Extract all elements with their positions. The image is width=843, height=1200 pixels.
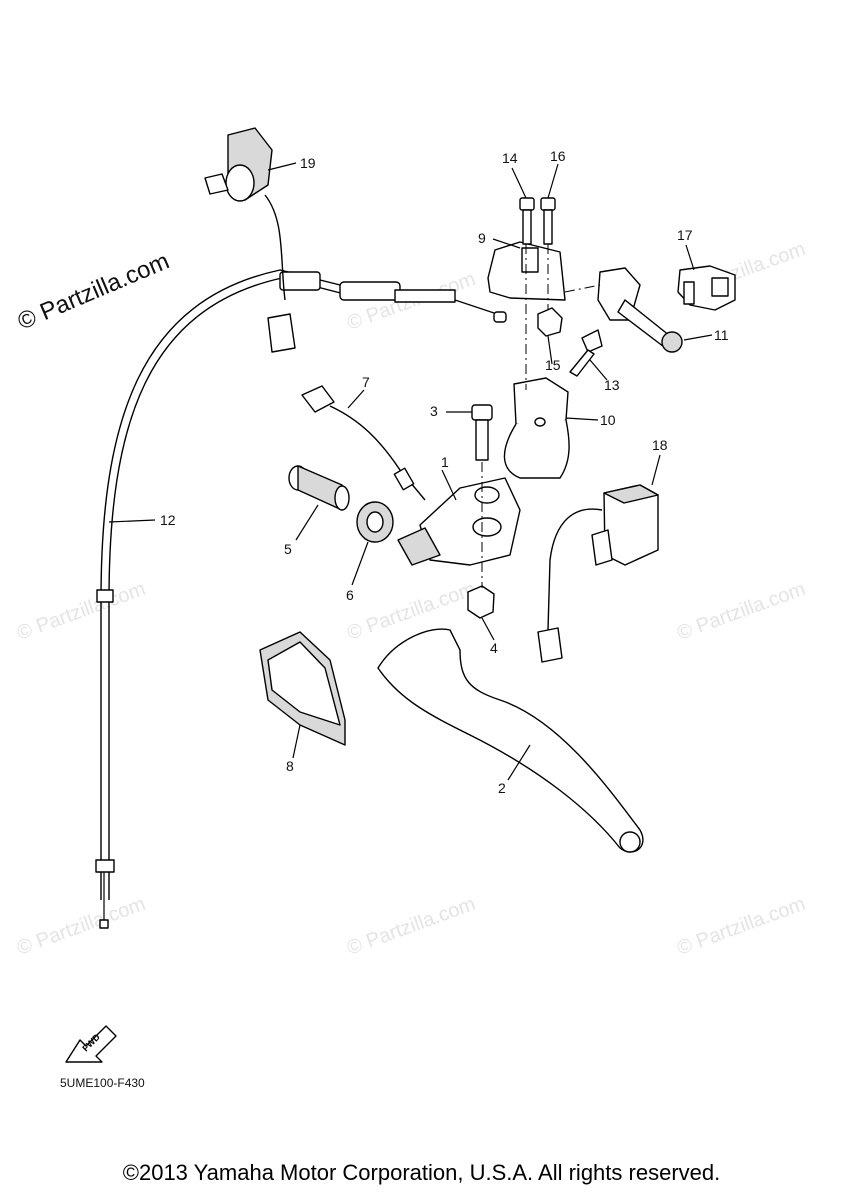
callout-18: 18 [652, 437, 668, 453]
callout-4: 4 [490, 640, 498, 656]
callout-3: 3 [430, 403, 438, 419]
part-14-bolt [519, 197, 535, 245]
callout-9: 9 [478, 230, 486, 246]
copyright-notice: ©2013 Yamaha Motor Corporation, U.S.A. A… [122, 1160, 721, 1185]
callout-8: 8 [286, 758, 294, 774]
callout-10: 10 [600, 412, 616, 428]
callouts: 1 2 3 4 5 6 7 8 9 10 11 12 13 14 15 16 1… [160, 148, 729, 796]
callout-7: 7 [362, 374, 370, 390]
callout-11: 11 [714, 327, 729, 343]
part-4-nut [467, 585, 495, 619]
watermark-layer: © Partzilla.com © Partzilla.com © Partzi… [14, 238, 809, 960]
callout-6: 6 [346, 587, 354, 603]
leader-lines [108, 162, 713, 781]
part-19-switch [204, 127, 296, 353]
callout-13: 13 [604, 377, 620, 393]
callout-5: 5 [284, 541, 292, 557]
part-8-cover [259, 631, 346, 746]
part-18-switch [537, 484, 659, 663]
callout-1: 1 [441, 454, 449, 470]
callout-16: 16 [550, 148, 566, 164]
callout-19: 19 [300, 155, 316, 171]
callout-14: 14 [502, 150, 518, 166]
callout-2: 2 [498, 780, 506, 796]
fwd-arrow: FWD [65, 1025, 117, 1063]
part-15-nut [537, 307, 563, 337]
part-11-lever [597, 267, 683, 353]
watermark: © Partzilla.com [14, 893, 148, 960]
part-16-bolt [540, 197, 556, 245]
part-10-clamp [503, 377, 570, 479]
part-5-adjuster [288, 465, 350, 511]
part-7-lead [301, 385, 426, 501]
callout-12: 12 [160, 512, 176, 528]
part-17-holder [677, 265, 736, 311]
watermark: © Partzilla.com [344, 893, 478, 960]
part-12-clutch-cable [95, 269, 507, 929]
callout-17: 17 [677, 227, 693, 243]
watermark: © Partzilla.com [674, 893, 808, 960]
part-1-lever-holder [397, 477, 521, 566]
watermark: © Partzilla.com [14, 578, 148, 645]
part-2-lever [377, 628, 644, 853]
diagram-code: 5UME100-F430 [60, 1076, 145, 1090]
watermark: © Partzilla.com [344, 578, 478, 645]
watermark: © Partzilla.com [674, 578, 808, 645]
part-6-locknut [356, 501, 394, 543]
part-13-bolt [569, 329, 603, 377]
callout-15: 15 [545, 357, 561, 373]
assembly-lines [481, 244, 601, 588]
watermark-main: © Partzilla.com [14, 247, 173, 335]
part-3-pivot-bolt [471, 404, 493, 461]
